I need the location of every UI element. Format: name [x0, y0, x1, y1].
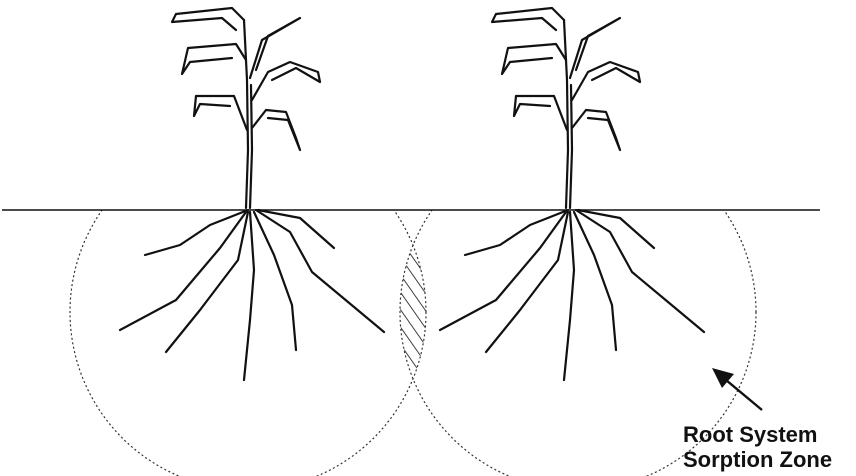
arrow-icon — [712, 368, 762, 410]
plant-right — [440, 8, 704, 380]
label-sorption-zone: Sorption Zone — [683, 447, 832, 472]
plant-left — [120, 8, 384, 380]
label-root-system: Root System — [683, 422, 817, 447]
sorption-zone-left — [70, 134, 426, 476]
